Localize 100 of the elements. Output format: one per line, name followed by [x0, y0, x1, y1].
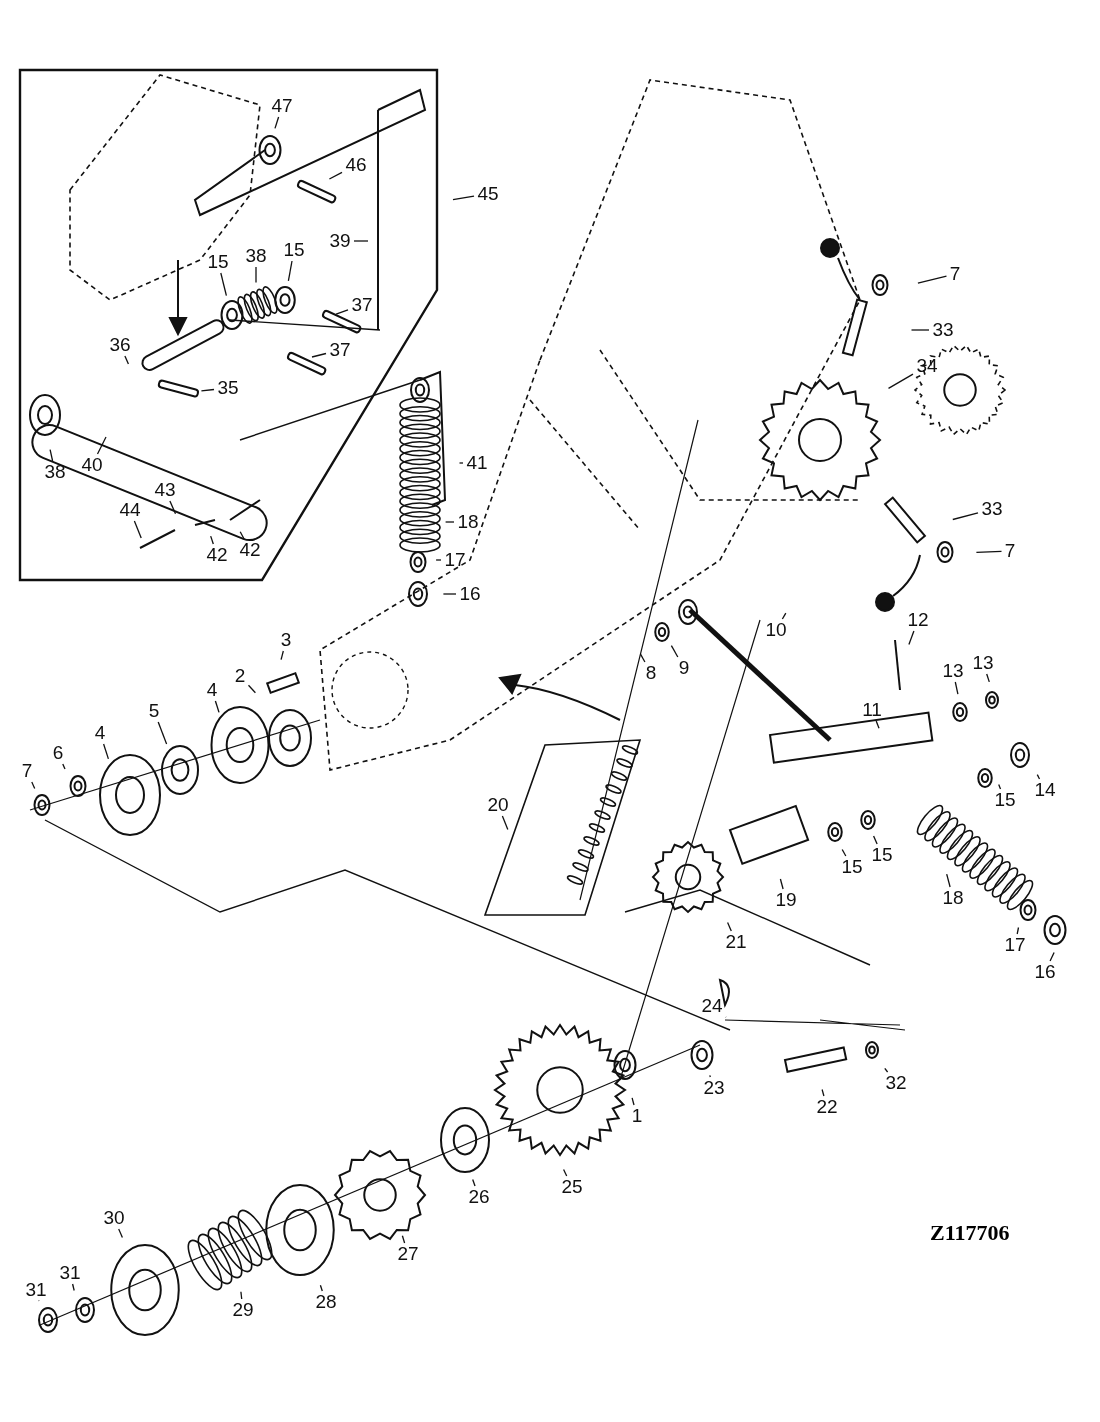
callout-number: 16 — [1034, 962, 1056, 982]
callout-number: 15 — [871, 845, 893, 865]
leader-line — [435, 559, 442, 561]
leader-line — [169, 500, 177, 515]
callout-number: 44 — [119, 500, 141, 520]
leader-line — [952, 512, 979, 521]
leader-line — [910, 329, 930, 331]
callout-number: 23 — [703, 1078, 725, 1098]
callout-number: 15 — [283, 240, 305, 260]
callout-number: 9 — [678, 658, 690, 678]
leader-line — [452, 195, 475, 201]
callout-number: 38 — [44, 462, 66, 482]
leader-line — [96, 436, 107, 455]
leader-line — [31, 781, 36, 790]
callout-number: 37 — [351, 295, 373, 315]
leader-line — [946, 873, 951, 888]
drawing-number: Z117706 — [930, 1220, 1010, 1246]
callout-number: 4 — [206, 680, 218, 700]
leader-line — [1016, 926, 1020, 935]
callout-number: 13 — [942, 661, 964, 681]
leader-line — [328, 171, 343, 180]
leader-line — [709, 1074, 711, 1078]
callout-number: 35 — [217, 378, 239, 398]
callout-number: 2 — [234, 666, 246, 686]
leader-line — [214, 700, 220, 714]
callout-number: 47 — [271, 96, 293, 116]
callout-number: 3 — [280, 630, 292, 650]
callout-number: 14 — [1034, 780, 1056, 800]
callout-number: 10 — [765, 620, 787, 640]
leader-line — [62, 763, 66, 770]
callout-number: 6 — [52, 743, 64, 763]
leader-line — [240, 1291, 243, 1300]
callout-number: 29 — [232, 1300, 254, 1320]
leader-line — [280, 650, 284, 661]
leader-line — [562, 1168, 568, 1177]
leader-line — [975, 550, 1003, 554]
callout-number: 15 — [207, 252, 229, 272]
leader-line — [1049, 951, 1055, 962]
callout-number: 5 — [148, 701, 160, 721]
callout-number: 40 — [81, 455, 103, 475]
leader-line — [670, 644, 679, 658]
callout-number: 32 — [885, 1073, 907, 1093]
callout-number: 18 — [457, 512, 479, 532]
callout-number: 8 — [645, 663, 657, 683]
callout-number: 21 — [725, 932, 747, 952]
callout-number: 34 — [916, 356, 938, 376]
callout-number: 36 — [109, 335, 131, 355]
leader-line — [884, 1067, 889, 1073]
leader-line — [631, 1097, 635, 1106]
callout-number: 19 — [775, 890, 797, 910]
callout-number: 24 — [701, 996, 723, 1016]
leader-line — [726, 921, 732, 932]
callout-number: 15 — [841, 857, 863, 877]
callout-number: 38 — [245, 246, 267, 266]
leader-line — [118, 1228, 124, 1239]
leader-line — [442, 593, 457, 595]
leader-line — [444, 521, 455, 523]
leader-line — [274, 116, 280, 130]
leader-line — [458, 462, 464, 464]
leader-line — [49, 448, 54, 462]
leader-line — [71, 1283, 75, 1292]
callout-number: 27 — [397, 1244, 419, 1264]
leader-line — [335, 309, 349, 315]
callout-number: 39 — [329, 231, 351, 251]
callout-number: 16 — [459, 584, 481, 604]
leader-line — [908, 630, 915, 646]
leader-line — [133, 520, 142, 539]
callout-number: 18 — [942, 888, 964, 908]
leader-line — [353, 240, 369, 242]
callout-number: 22 — [816, 1097, 838, 1117]
leader-line — [1036, 773, 1041, 780]
leader-line — [102, 743, 110, 760]
callout-number: 12 — [907, 610, 929, 630]
leader-line — [200, 388, 215, 392]
callout-number: 11 — [862, 700, 882, 720]
callout-number: 45 — [477, 184, 499, 204]
leader-line — [401, 1235, 406, 1244]
leader-line — [501, 815, 509, 831]
leader-line — [779, 878, 784, 890]
callout-number: 17 — [1004, 935, 1026, 955]
leader-line — [986, 673, 990, 683]
callout-number: 42 — [239, 540, 261, 560]
leader-line — [639, 653, 646, 663]
leader-line — [725, 1016, 727, 1018]
leader-line — [255, 266, 257, 284]
leader-line — [319, 1284, 323, 1292]
leader-line — [157, 721, 168, 745]
leader-line — [821, 1088, 825, 1097]
callout-number: 7 — [1004, 541, 1016, 561]
callout-number: 37 — [329, 340, 351, 360]
callout-number: 31 — [59, 1263, 81, 1283]
leader-line — [239, 531, 245, 540]
leader-line — [841, 848, 847, 857]
callout-number: 26 — [468, 1187, 490, 1207]
leader-line — [124, 355, 130, 365]
callout-number: 15 — [994, 790, 1016, 810]
leader-line — [472, 1178, 476, 1187]
callout-number: 46 — [345, 155, 367, 175]
callout-number: 41 — [466, 453, 488, 473]
callout-number: 31 — [25, 1280, 47, 1300]
